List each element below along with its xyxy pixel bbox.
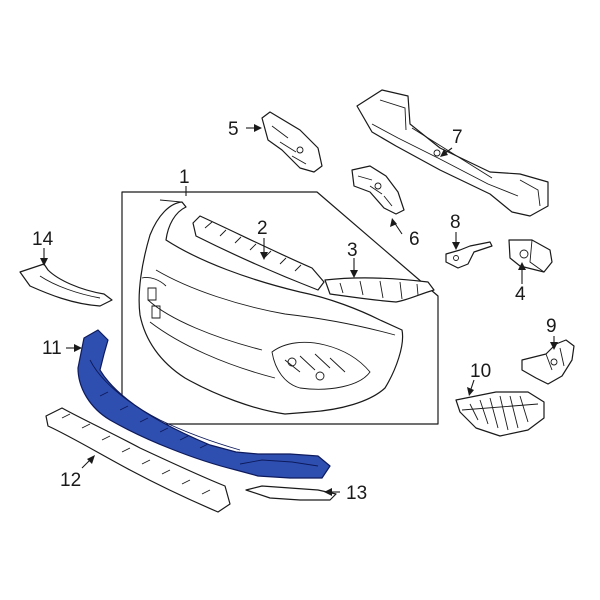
side-bracket-part-5[interactable] xyxy=(261,111,323,173)
callout-3: 3 xyxy=(347,240,358,261)
grille-insert-part-10[interactable] xyxy=(455,391,545,437)
bumper-cover-part-1[interactable] xyxy=(138,199,404,415)
side-trim-part-14[interactable] xyxy=(19,263,113,307)
callout-leaders xyxy=(40,124,558,496)
callout-10: 10 xyxy=(470,361,491,382)
trim-strip-part-13[interactable] xyxy=(245,485,337,501)
skid-strip-part-12[interactable] xyxy=(45,407,231,513)
assembly-outline-box xyxy=(121,191,439,425)
callout-1: 1 xyxy=(179,167,190,188)
small-bracket-part-8[interactable] xyxy=(445,241,493,269)
lower-valance-part-11[interactable] xyxy=(77,329,331,479)
callout-4: 4 xyxy=(515,284,526,305)
callout-7: 7 xyxy=(452,127,463,148)
callout-6: 6 xyxy=(409,229,420,250)
absorber-part-3[interactable] xyxy=(324,277,435,303)
callout-5: 5 xyxy=(228,119,239,140)
upper-bracket-part-2[interactable] xyxy=(192,215,325,291)
bracket-part-4[interactable] xyxy=(508,239,553,273)
fog-bracket-part-9[interactable] xyxy=(521,339,575,385)
callout-9: 9 xyxy=(546,316,557,337)
mount-bracket-part-6[interactable] xyxy=(351,165,405,215)
callout-13: 13 xyxy=(346,483,367,504)
reinforcement-bar-part-7[interactable] xyxy=(356,89,549,217)
callout-11: 11 xyxy=(42,338,62,359)
callout-12: 12 xyxy=(60,470,81,491)
callout-2: 2 xyxy=(257,218,268,239)
callout-14: 14 xyxy=(32,229,54,250)
callout-8: 8 xyxy=(450,212,461,233)
